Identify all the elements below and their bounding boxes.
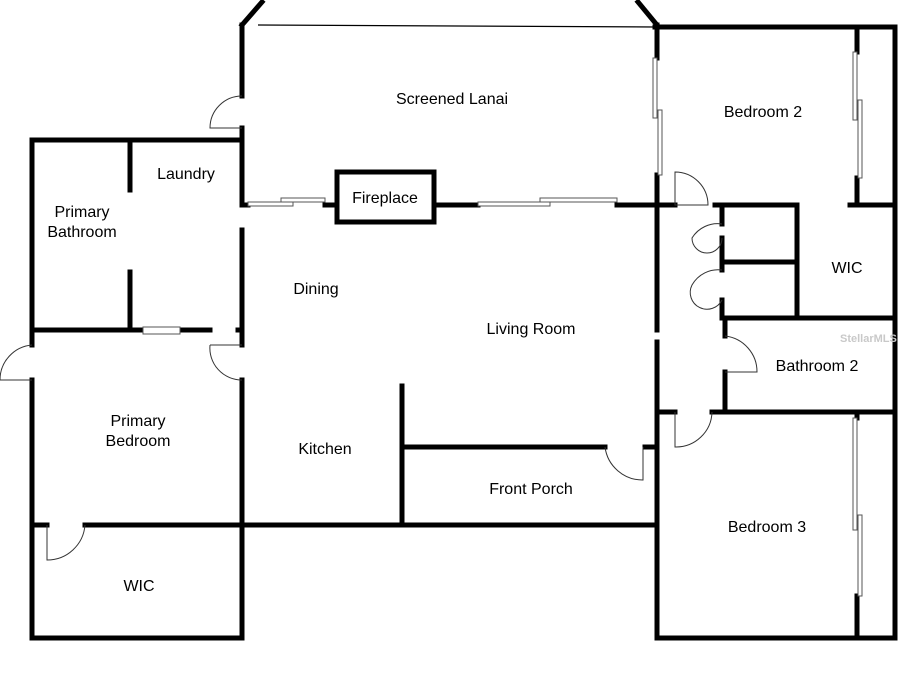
label-front-porch: Front Porch [489, 481, 573, 498]
label-bathroom-2: Bathroom 2 [776, 358, 859, 375]
label-primary-bathroom-line1: Primary [54, 204, 109, 221]
label-screened-lanai: Screened Lanai [396, 91, 508, 108]
label-kitchen: Kitchen [298, 441, 351, 458]
sliding-doors [142, 51, 863, 597]
walls [29, 0, 898, 641]
label-primary-bathroom-line2: Bathroom [47, 224, 116, 241]
watermark: StellarMLS [840, 333, 897, 345]
label-living-room: Living Room [487, 321, 576, 338]
label-bedroom-3: Bedroom 3 [728, 519, 806, 536]
label-laundry: Laundry [157, 166, 215, 183]
label-wic-left: WIC [123, 578, 154, 595]
label-wic-right: WIC [831, 260, 862, 277]
label-dining: Dining [293, 281, 338, 298]
label-primary-bedroom-line1: Primary [110, 413, 165, 430]
label-fireplace: Fireplace [352, 190, 418, 207]
label-bedroom-2: Bedroom 2 [724, 104, 802, 121]
door-swings [0, 95, 758, 561]
room-labels: Screened Lanai Bedroom 2 Laundry Primary… [47, 91, 897, 595]
label-primary-bedroom-line2: Bedroom [106, 433, 171, 450]
